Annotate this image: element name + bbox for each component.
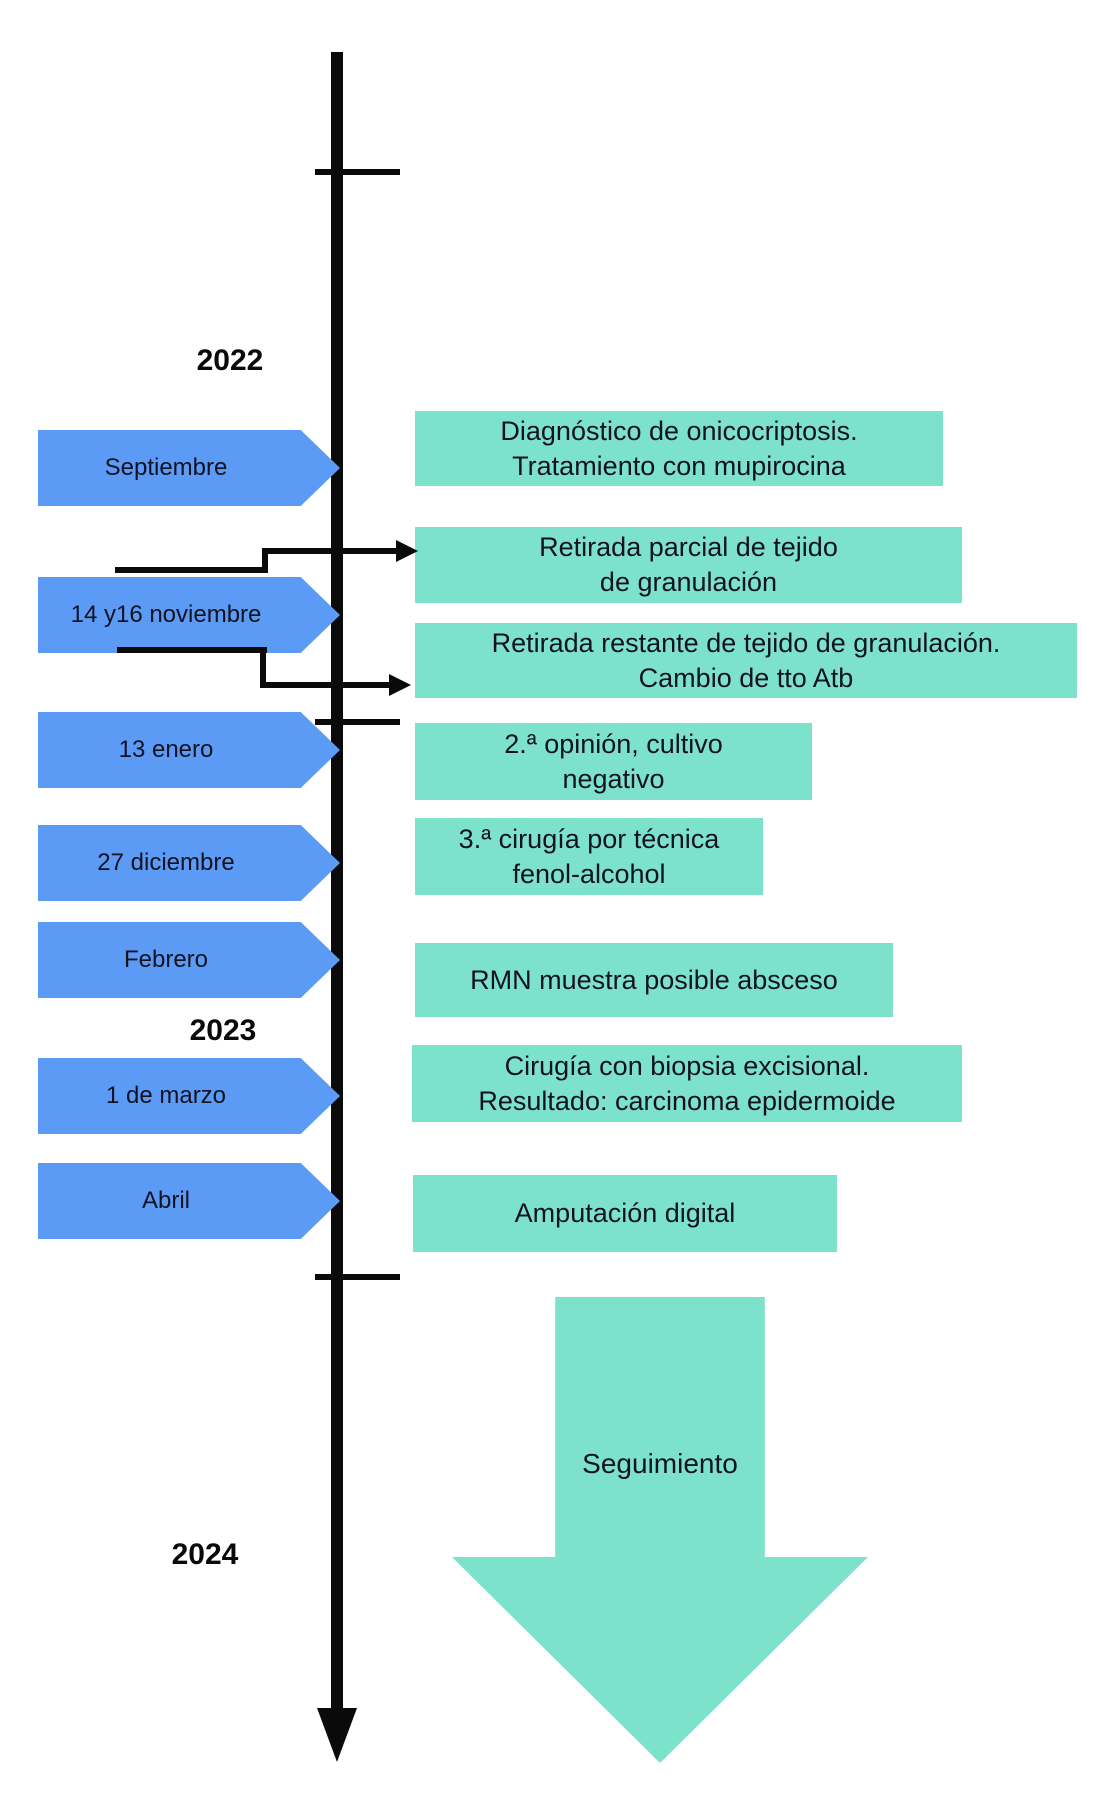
timeline-tick (315, 169, 400, 175)
milestone-enero: 13 enero (38, 712, 340, 788)
connector-arrowhead-icon (396, 540, 418, 562)
milestone-label: 1 de marzo (105, 1082, 227, 1109)
year-label-2023: 2023 (189, 1014, 257, 1047)
timeline-arrowhead-icon (317, 1708, 357, 1762)
milestone-septiembre: Septiembre (38, 430, 340, 506)
connector-segment (260, 647, 266, 688)
connector-segment (260, 682, 391, 688)
milestone-marzo: 1 de marzo (38, 1058, 340, 1134)
milestone-label: Febrero (123, 946, 209, 973)
event-box-retirada-parcial: Retirada parcial de tejido de granulació… (415, 527, 962, 603)
connector-segment (117, 647, 267, 653)
year-label-2024: 2024 (171, 1538, 239, 1571)
event-box-tercera-cirugia: 3.ª cirugía por técnica fenol-alcohol (415, 818, 763, 895)
milestone-abril: Abril (38, 1163, 340, 1239)
milestone-label: 27 diciembre (97, 849, 235, 876)
event-box-retirada-restante: Retirada restante de tejido de granulaci… (415, 623, 1077, 698)
connector-segment (262, 548, 398, 554)
milestone-label: 14 y16 noviembre (70, 601, 262, 628)
event-box-rmn: RMN muestra posible absceso (415, 943, 893, 1017)
year-label-2022: 2022 (196, 344, 264, 377)
milestone-label: Abril (141, 1187, 190, 1214)
connector-arrowhead-icon (389, 674, 411, 696)
connector-segment (115, 567, 267, 573)
event-box-diagnostico: Diagnóstico de onicocriptosis. Tratamien… (415, 411, 943, 486)
connector-segment (262, 548, 268, 573)
milestone-noviembre: 14 y16 noviembre (38, 577, 340, 653)
timeline-tick (315, 719, 400, 725)
milestone-label: Septiembre (104, 454, 228, 481)
milestone-label: 13 enero (118, 736, 214, 763)
followup-arrow (452, 1297, 868, 1763)
followup-label: Seguimiento (582, 1448, 738, 1479)
event-box-segunda-opinion: 2.ª opinión, cultivo negativo (415, 723, 812, 800)
event-box-biopsia: Cirugía con biopsia excisional. Resultad… (412, 1045, 962, 1122)
timeline-tick (315, 1274, 400, 1280)
milestone-diciembre: 27 diciembre (38, 825, 340, 901)
event-box-amputacion: Amputación digital (413, 1175, 837, 1252)
milestone-febrero: Febrero (38, 922, 340, 998)
timeline-line (331, 52, 343, 1712)
